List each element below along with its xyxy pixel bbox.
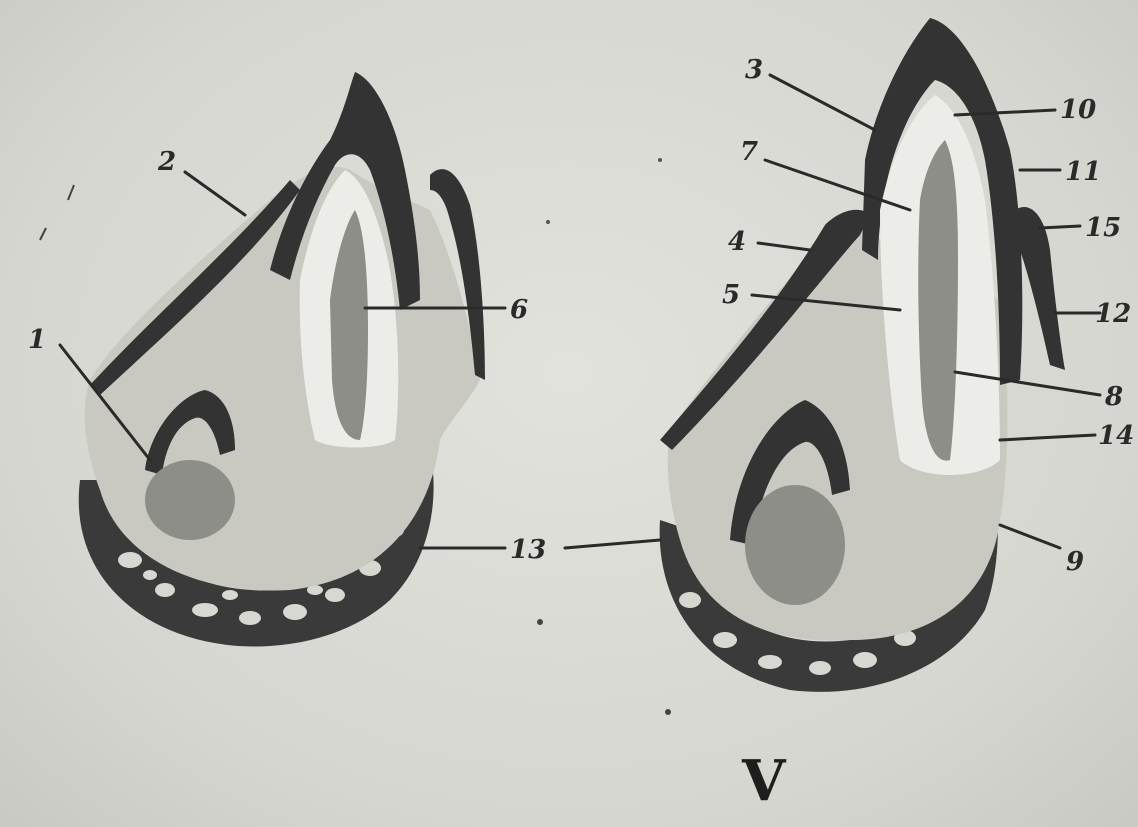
right-gum-flap (1015, 207, 1065, 370)
label-1: 1 (28, 325, 46, 355)
label-14: 14 (1098, 421, 1134, 451)
label-2: 2 (157, 147, 176, 177)
panel-label-v: V (741, 748, 787, 814)
label-11: 11 (1065, 157, 1101, 187)
left-tooth-illustration (79, 72, 485, 647)
right-germ-papilla (745, 485, 845, 605)
label-4: 4 (728, 227, 746, 257)
right-dental-papilla (918, 140, 958, 461)
label-13: 13 (510, 535, 546, 565)
label-5: 5 (722, 280, 740, 310)
label-12: 12 (1095, 299, 1131, 329)
label-8: 8 (1104, 382, 1123, 412)
label-7: 7 (740, 137, 758, 167)
label-3: 3 (745, 55, 763, 85)
right-tooth-illustration (660, 18, 1065, 692)
label-10: 10 (1060, 95, 1096, 125)
label-6: 6 (510, 295, 528, 325)
label-15: 15 (1085, 213, 1121, 243)
label-9: 9 (1066, 547, 1084, 577)
left-germ-papilla (145, 460, 235, 540)
